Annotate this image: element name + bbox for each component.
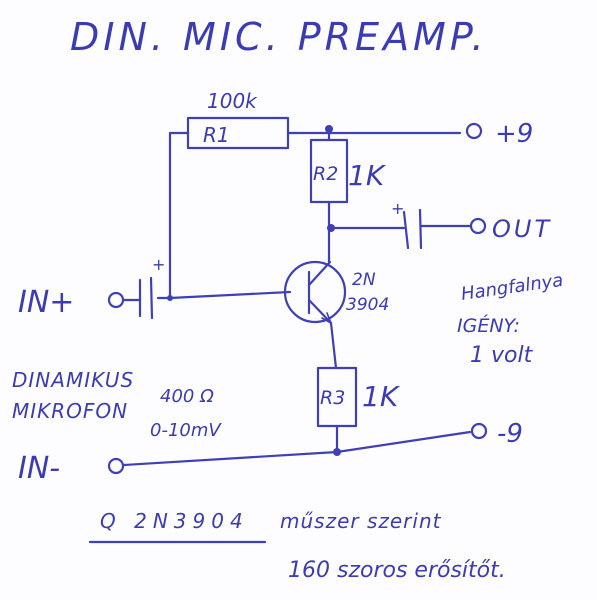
microphone-note: DINAMIKUS MIKROFON 400 Ω 0-10mV	[12, 368, 222, 441]
footer-line1: műszer szerint	[280, 509, 442, 533]
r3-label: R3	[320, 387, 345, 409]
in-plus-label: IN+	[18, 285, 74, 320]
title: DIN. MIC. PREAMP.	[70, 15, 488, 59]
output-requirement-note: Hangfalnya IGÉNY: 1 volt	[457, 270, 565, 368]
resistor-r3: R3 1K	[316, 366, 401, 454]
cap-out-plus: +	[391, 199, 404, 218]
r2-value: 1K	[348, 159, 387, 192]
note-speaker-line1: Hangfalnya	[460, 270, 565, 305]
note-mic-level: 0-10mV	[150, 420, 222, 441]
out-label: OUT	[492, 215, 552, 243]
r1-label: R1	[203, 123, 230, 147]
note-speaker-line3: 1 volt	[470, 343, 534, 368]
note-mic-line2: MIKROFON	[12, 399, 128, 423]
capacitor-in: +	[122, 255, 165, 320]
terminal-in-plus	[107, 291, 125, 309]
terminal-vplus	[465, 122, 483, 140]
in-minus-label: IN-	[18, 451, 60, 486]
transistor-line2: 3904	[346, 295, 389, 315]
note-mic-impedance: 400 Ω	[160, 386, 214, 407]
footer-note: Q 2N3904 műszer szerint 160 szoros erősí…	[88, 509, 506, 583]
footer-transistor: Q 2N3904	[100, 509, 249, 533]
r2-label: R2	[313, 163, 338, 185]
terminal-vminus	[470, 422, 488, 440]
resistor-r2: R2 1K	[309, 131, 387, 264]
capacitor-out: +	[329, 199, 472, 250]
note-mic-line1: DINAMIKUS	[12, 368, 134, 392]
terminal-out	[469, 217, 487, 235]
footer-line2: 160 szoros erősítőt.	[288, 558, 506, 583]
cap-in-plus: +	[152, 255, 165, 274]
r1-value: 100k	[207, 89, 258, 113]
terminal-in-minus	[107, 457, 125, 475]
transistor-q: 2N 3904	[283, 260, 389, 325]
vplus-label: +9	[495, 119, 533, 149]
note-speaker-line2: IGÉNY:	[457, 314, 520, 337]
transistor-line1: 2N	[352, 270, 376, 290]
vminus-label: -9	[497, 419, 523, 449]
resistor-r1: R1 100k	[186, 89, 290, 150]
r3-value: 1K	[362, 380, 401, 413]
